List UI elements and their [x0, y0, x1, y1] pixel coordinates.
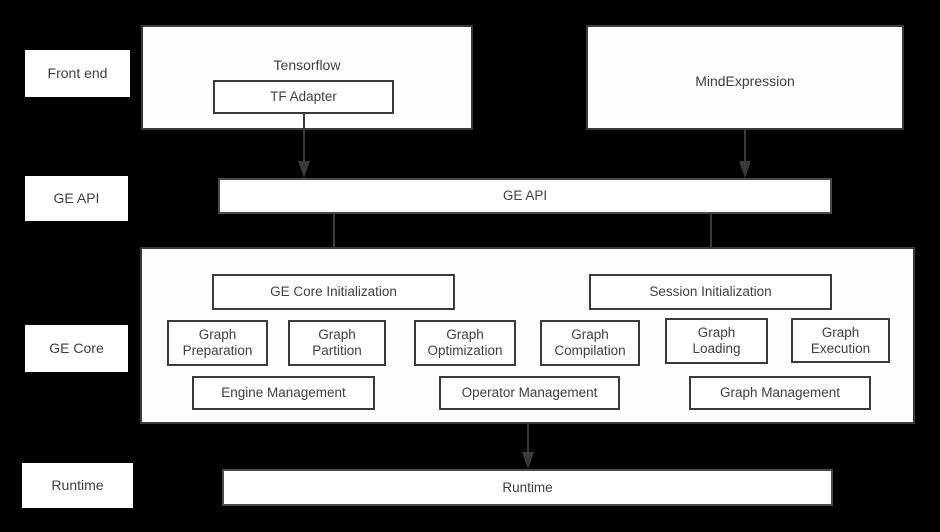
operator-management-box[interactable]: Operator Management: [439, 376, 620, 410]
mindexpression-group-title: MindExpression: [695, 73, 795, 89]
arrow-ge-core-to-runtime: [520, 424, 536, 470]
arrow-tf-adapter-to-ge-api: [296, 113, 312, 179]
layer-label-ge-core: GE Core: [25, 325, 128, 372]
layer-label-front-end: Front end: [25, 50, 130, 97]
ge-core-initialization-box[interactable]: GE Core Initialization: [212, 274, 455, 310]
tensorflow-group-title: Tensorflow: [273, 57, 341, 73]
graph-compilation-box[interactable]: Graph Compilation: [540, 320, 640, 366]
graph-loading-box[interactable]: Graph Loading: [665, 318, 768, 364]
graph-execution-box[interactable]: Graph Execution: [791, 318, 890, 363]
graph-partition-box[interactable]: Graph Partition: [288, 320, 386, 366]
ge-api-bar[interactable]: GE API: [218, 178, 832, 214]
layer-label-runtime: Runtime: [22, 463, 133, 508]
graph-optimization-box[interactable]: Graph Optimization: [414, 320, 516, 366]
session-initialization-box[interactable]: Session Initialization: [589, 274, 832, 310]
engine-management-box[interactable]: Engine Management: [192, 376, 375, 410]
runtime-bar[interactable]: Runtime: [222, 469, 833, 506]
arrow-mindexpression-to-ge-api: [737, 129, 753, 179]
layer-label-ge-api: GE API: [25, 176, 128, 221]
mindexpression-group: MindExpression: [586, 25, 904, 130]
graph-management-box[interactable]: Graph Management: [689, 376, 871, 410]
graph-preparation-box[interactable]: Graph Preparation: [167, 320, 268, 366]
tf-adapter-box[interactable]: TF Adapter: [213, 80, 394, 114]
